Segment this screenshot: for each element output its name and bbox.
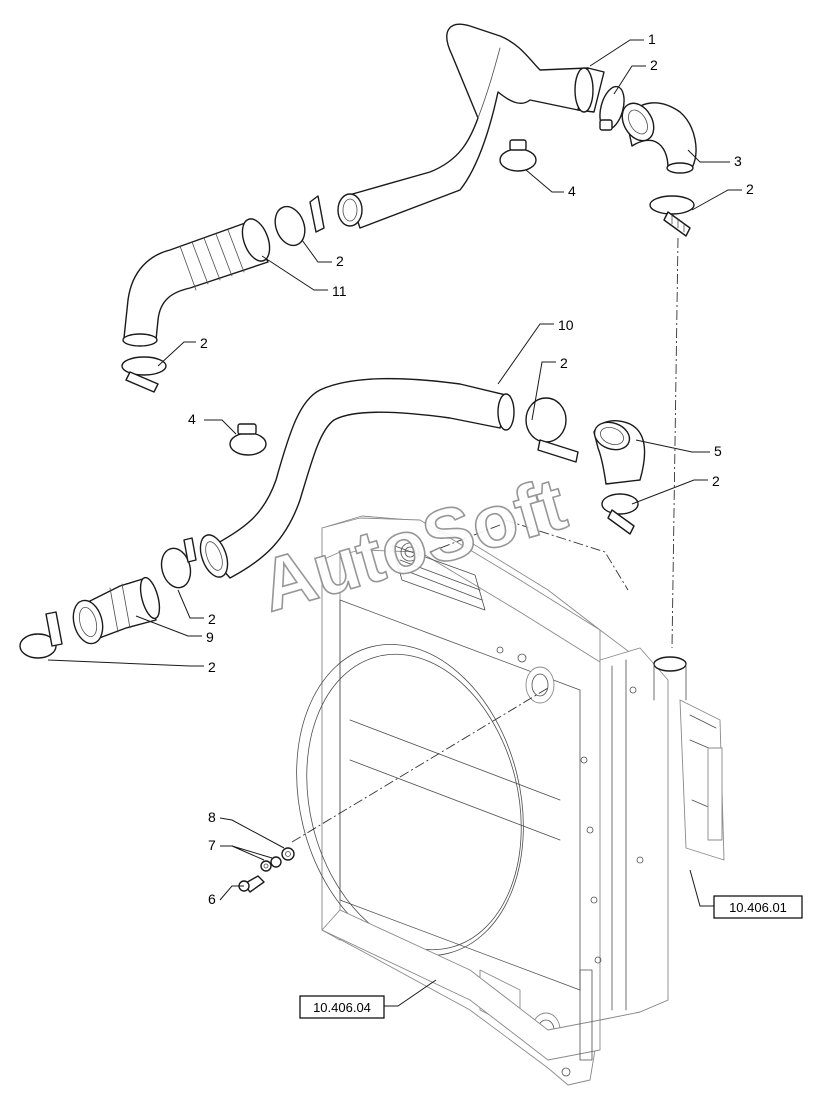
callout-1: 1 <box>648 31 656 47</box>
callout-5: 5 <box>714 443 722 459</box>
callout-7: 7 <box>208 837 216 853</box>
reference-tags: 10.406.01 10.406.04 <box>299 895 803 1019</box>
alignment-lines <box>291 237 679 843</box>
clamp-upper-mid <box>274 195 325 247</box>
hose-9 <box>72 576 161 645</box>
clamp-right-top <box>649 195 695 237</box>
clamp-4-lower <box>229 423 267 456</box>
callout-2-clamp-left-upper: 2 <box>200 335 208 351</box>
callout-3: 3 <box>734 153 742 169</box>
callout-4-upper: 4 <box>568 183 576 199</box>
callout-2-clamp-left-lower: 2 <box>208 659 216 675</box>
hose-1 <box>337 23 605 229</box>
callout-6: 6 <box>208 891 216 907</box>
clamp-4-upper <box>499 139 537 172</box>
callout-2-clamp-upper-mid: 2 <box>336 253 344 269</box>
clamp-left-upper <box>121 356 167 393</box>
leader-lines <box>47 39 742 1007</box>
callout-8: 8 <box>208 809 216 825</box>
hose-clamps <box>19 85 695 659</box>
callout-numbers: 1 2 3 2 4 2 11 2 10 2 4 5 2 2 9 2 8 7 6 <box>188 31 754 907</box>
ref-10-406-01: 10.406.01 <box>729 900 787 915</box>
radiator-assembly <box>296 515 725 1086</box>
hose-3 <box>621 102 697 174</box>
ref-10-406-04: 10.406.04 <box>313 1000 371 1015</box>
clamp-mid-right <box>525 397 579 463</box>
clamp-right-mid <box>601 493 639 535</box>
callout-9: 9 <box>206 629 214 645</box>
callout-2-clamp-right-top: 2 <box>746 181 754 197</box>
hose-10 <box>199 377 515 579</box>
clamp-left-mid <box>160 537 197 589</box>
callout-2-clamp-left-mid: 2 <box>208 611 216 627</box>
callout-11: 11 <box>332 283 347 299</box>
hose-11 <box>122 218 271 347</box>
callout-4-lower: 4 <box>188 411 196 427</box>
clamp-left-lower <box>19 611 63 659</box>
clamp-top <box>599 85 625 131</box>
callout-10: 10 <box>558 317 574 333</box>
fasteners <box>238 847 295 893</box>
hose-5 <box>593 420 646 485</box>
callout-2-clamp-top: 2 <box>650 57 658 73</box>
callout-2-clamp-right-mid: 2 <box>712 473 720 489</box>
callout-2-clamp-mid-right: 2 <box>560 355 568 371</box>
